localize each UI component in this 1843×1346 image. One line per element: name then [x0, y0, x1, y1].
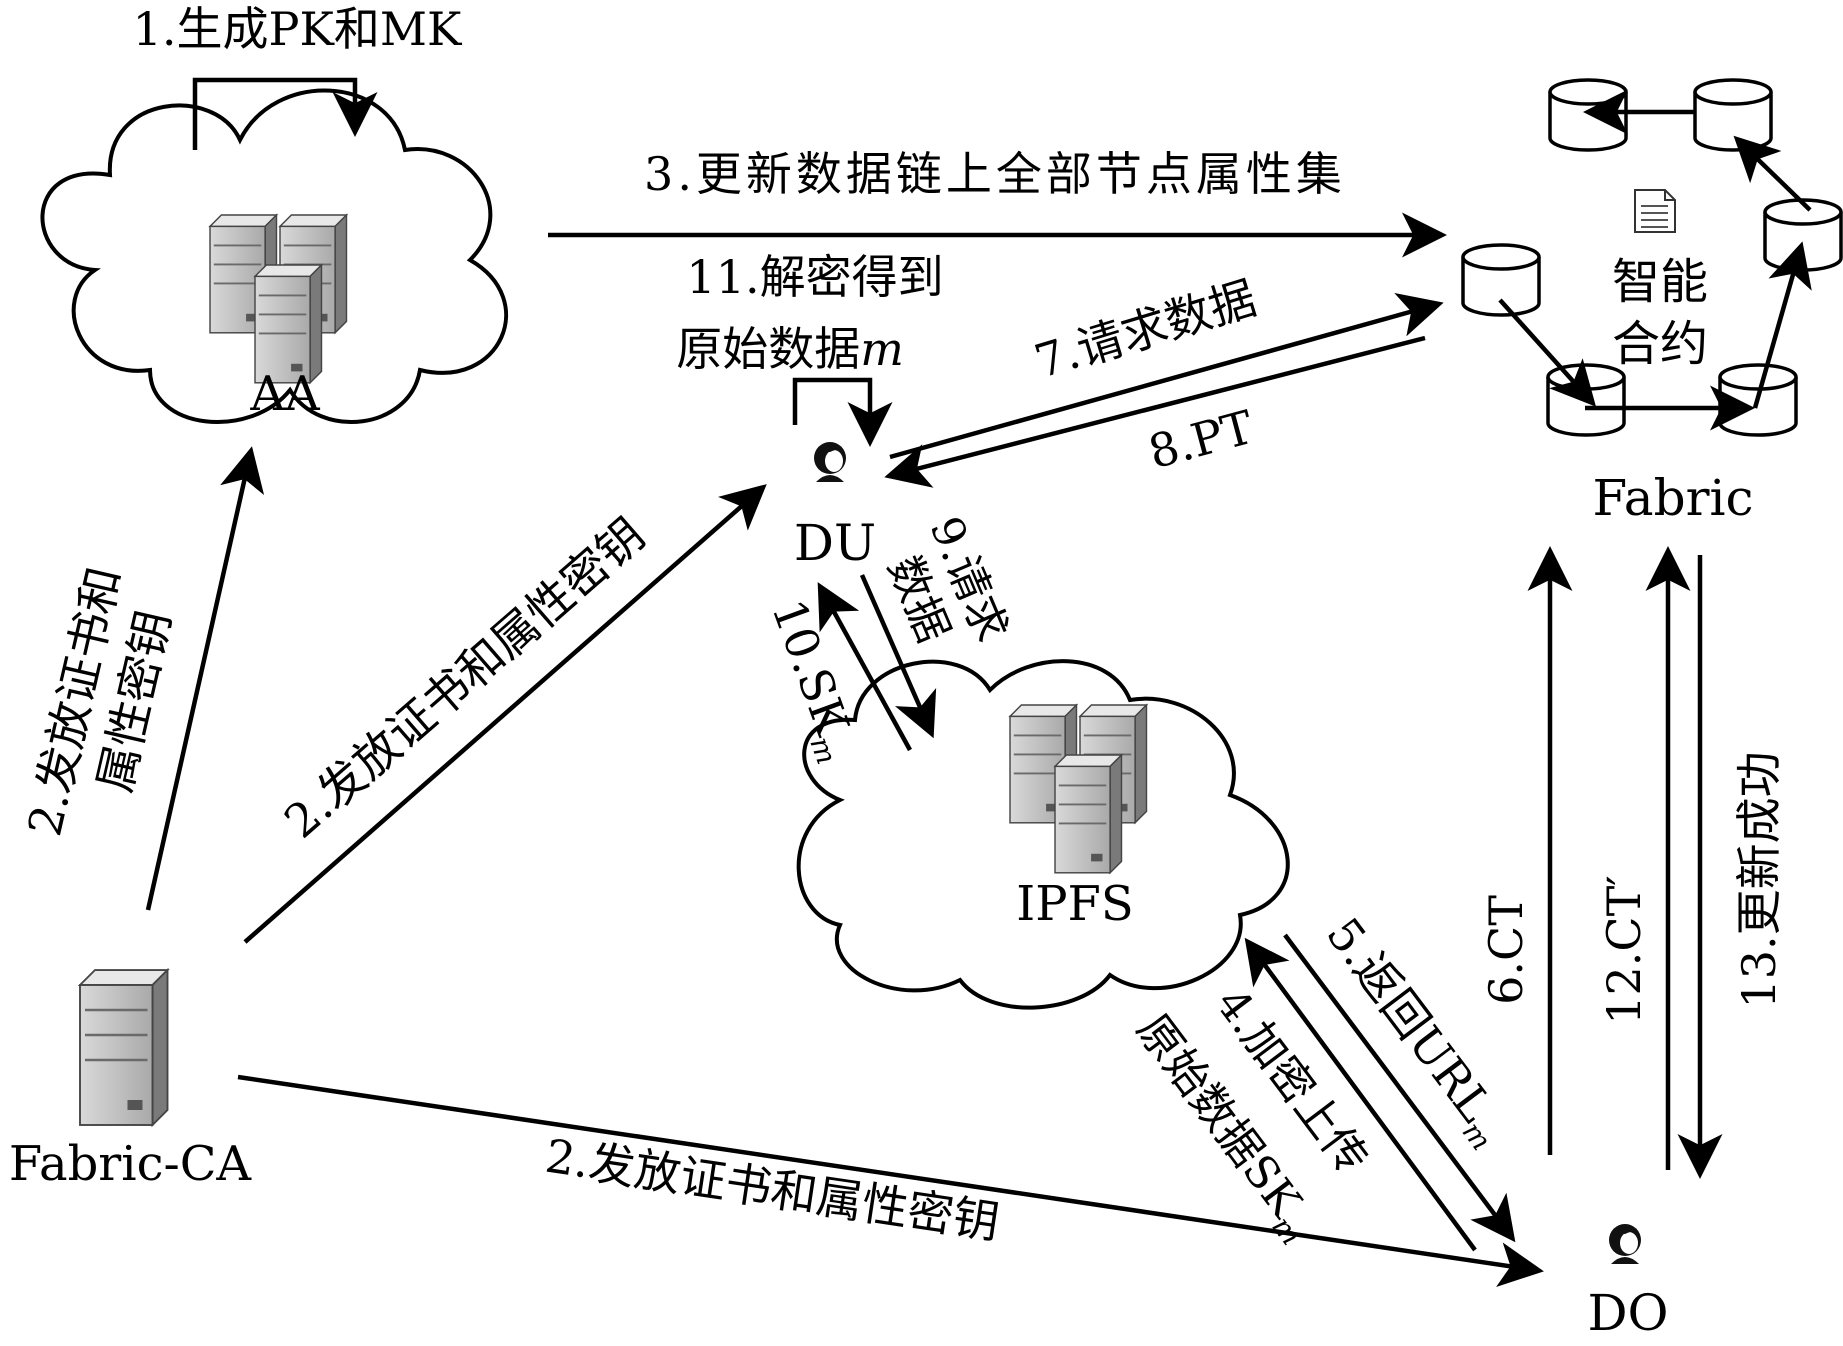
du-person-icon [814, 442, 846, 482]
fabric-node-5 [1546, 363, 1626, 437]
ipfs-label: IPFS [1016, 876, 1133, 932]
fabric-node-2 [1693, 78, 1773, 152]
step11-loop: 11.解密得到 原始数据m [676, 250, 944, 447]
fabric-network: 智能 合约 Fabric [1461, 78, 1843, 527]
step2-arrow-to-aa: 2.发放证书和 属性密钥 [17, 446, 265, 911]
step2-arrow-to-du: 2.发放证书和属性密钥 [243, 484, 767, 944]
fabric-ca-server-icon [78, 968, 169, 1127]
step6-label: 6.CT [1479, 895, 1533, 1005]
fabric-node-3 [1763, 198, 1843, 272]
step11-label-1: 11.解密得到 [686, 250, 943, 304]
smart-contract-label-1: 智能 [1612, 254, 1708, 310]
du-label: DU [794, 514, 876, 572]
fabric-label: Fabric [1592, 469, 1753, 527]
step2-label-du: 2.发放证书和属性密钥 [274, 507, 655, 848]
aa-cloud: AA [40, 88, 509, 424]
step12-label: 12.CT′ [1597, 875, 1651, 1024]
step6-arrow: 6.CT [1479, 546, 1573, 1155]
ipfs-cloud: IPFS [796, 659, 1290, 1010]
fabric-ca-label: Fabric-CA [9, 1136, 253, 1192]
step12-arrow: 12.CT′ [1597, 546, 1691, 1170]
aa-label: AA [249, 366, 321, 422]
step13-arrow: 13.更新成功 [1677, 555, 1786, 1179]
step1-loop: 1.生成PK和MK [133, 2, 463, 150]
step8-label: 8.PT [1143, 400, 1259, 480]
do-label: DO [1587, 1284, 1668, 1342]
step3-arrow: 3.更新数据链上全部节点属性集 [548, 147, 1447, 258]
step1-label: 1.生成PK和MK [133, 2, 463, 56]
step11-label-2: 原始数据m [676, 322, 904, 376]
step13-label: 13.更新成功 [1732, 751, 1786, 1008]
fabric-ca-node: Fabric-CA [9, 968, 253, 1192]
do-person-icon [1609, 1224, 1641, 1264]
do-node: DO [1587, 1224, 1669, 1342]
fabric-node-6 [1461, 243, 1541, 317]
step8-arrow: 8.PT [884, 335, 1426, 488]
document-icon [1634, 189, 1676, 233]
step7-label: 7.请求数据 [1028, 271, 1262, 389]
du-node: DU [794, 442, 876, 572]
step2-label-do: 2.发放证书和属性密钥 [542, 1129, 1003, 1250]
fabric-node-1 [1548, 78, 1628, 152]
smart-contract-label-2: 合约 [1612, 316, 1708, 372]
step3-label: 3.更新数据链上全部节点属性集 [644, 147, 1346, 201]
